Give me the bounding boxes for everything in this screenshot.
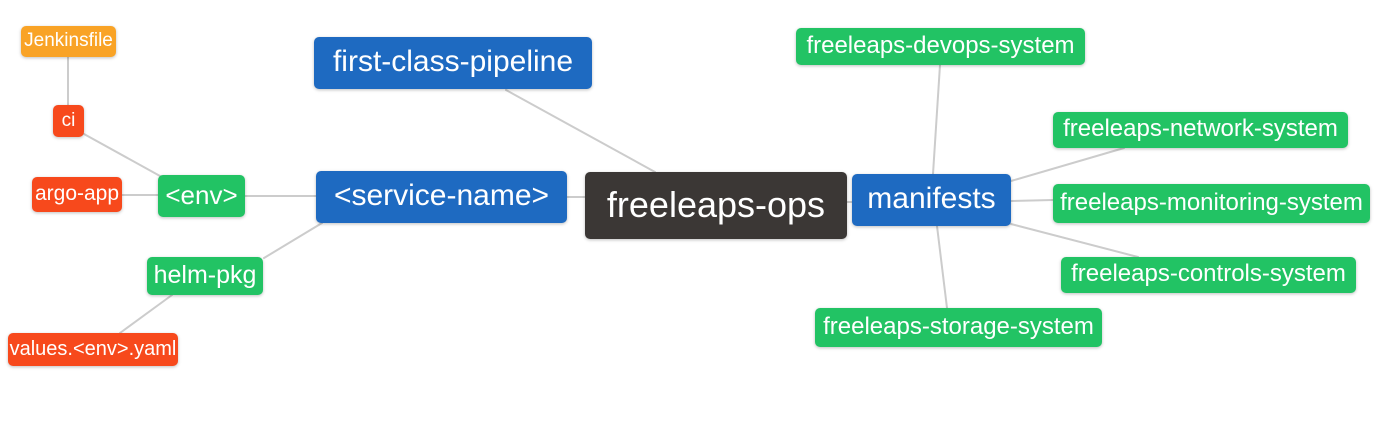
node-label: <service-name> bbox=[333, 179, 550, 212]
node-label: freeleaps-network-system bbox=[1063, 115, 1338, 142]
node-label: argo-app bbox=[34, 182, 120, 205]
edge-manifests-to-freeleaps-controls-system bbox=[1010, 223, 1139, 258]
node-label: values.<env>.yaml bbox=[9, 337, 177, 360]
node-jenkinsfile[interactable]: Jenkinsfile bbox=[21, 26, 116, 57]
node-label: freeleaps-monitoring-system bbox=[1060, 188, 1363, 216]
edge-manifests-to-freeleaps-storage-system bbox=[936, 225, 948, 309]
node-label: freeleaps-devops-system bbox=[806, 31, 1075, 59]
node-service-name[interactable]: <service-name> bbox=[316, 171, 567, 223]
edge-manifests-to-freeleaps-devops-system bbox=[932, 64, 941, 175]
node-env[interactable]: <env> bbox=[158, 175, 245, 217]
node-freeleaps-storage-system[interactable]: freeleaps-storage-system bbox=[815, 308, 1102, 347]
edge-ci-to-env bbox=[83, 133, 161, 177]
node-ci[interactable]: ci bbox=[53, 105, 84, 137]
node-label: Jenkinsfile bbox=[24, 30, 113, 51]
node-freeleaps-ops[interactable]: freeleaps-ops bbox=[585, 172, 847, 239]
node-helm-pkg[interactable]: helm-pkg bbox=[147, 257, 263, 295]
node-label: manifests bbox=[867, 182, 996, 215]
node-freeleaps-devops-system[interactable]: freeleaps-devops-system bbox=[796, 28, 1085, 65]
edge-manifests-to-freeleaps-network-system bbox=[1010, 147, 1125, 182]
node-label: first-class-pipeline bbox=[332, 45, 574, 78]
node-label: freeleaps-controls-system bbox=[1071, 260, 1346, 287]
node-first-class-pipeline[interactable]: first-class-pipeline bbox=[314, 37, 592, 89]
node-freeleaps-controls-system[interactable]: freeleaps-controls-system bbox=[1061, 257, 1356, 293]
edge-first-class-pipeline-to-freeleaps-ops bbox=[505, 89, 656, 173]
node-label: ci bbox=[61, 109, 76, 131]
node-label: helm-pkg bbox=[153, 260, 257, 289]
node-manifests[interactable]: manifests bbox=[852, 174, 1011, 226]
node-values-env-yaml[interactable]: values.<env>.yaml bbox=[8, 333, 178, 366]
node-label: freeleaps-ops bbox=[606, 183, 826, 225]
edge-values-env-yaml-to-helm-pkg bbox=[119, 294, 173, 334]
edge-manifests-to-freeleaps-monitoring-system bbox=[1010, 199, 1054, 202]
node-argo-app[interactable]: argo-app bbox=[32, 177, 122, 212]
node-freeleaps-network-system[interactable]: freeleaps-network-system bbox=[1053, 112, 1348, 148]
node-label: freeleaps-storage-system bbox=[823, 312, 1094, 340]
node-freeleaps-monitoring-system[interactable]: freeleaps-monitoring-system bbox=[1053, 184, 1370, 223]
edge-helm-pkg-to-service-name bbox=[263, 222, 323, 259]
node-label: <env> bbox=[165, 180, 238, 210]
